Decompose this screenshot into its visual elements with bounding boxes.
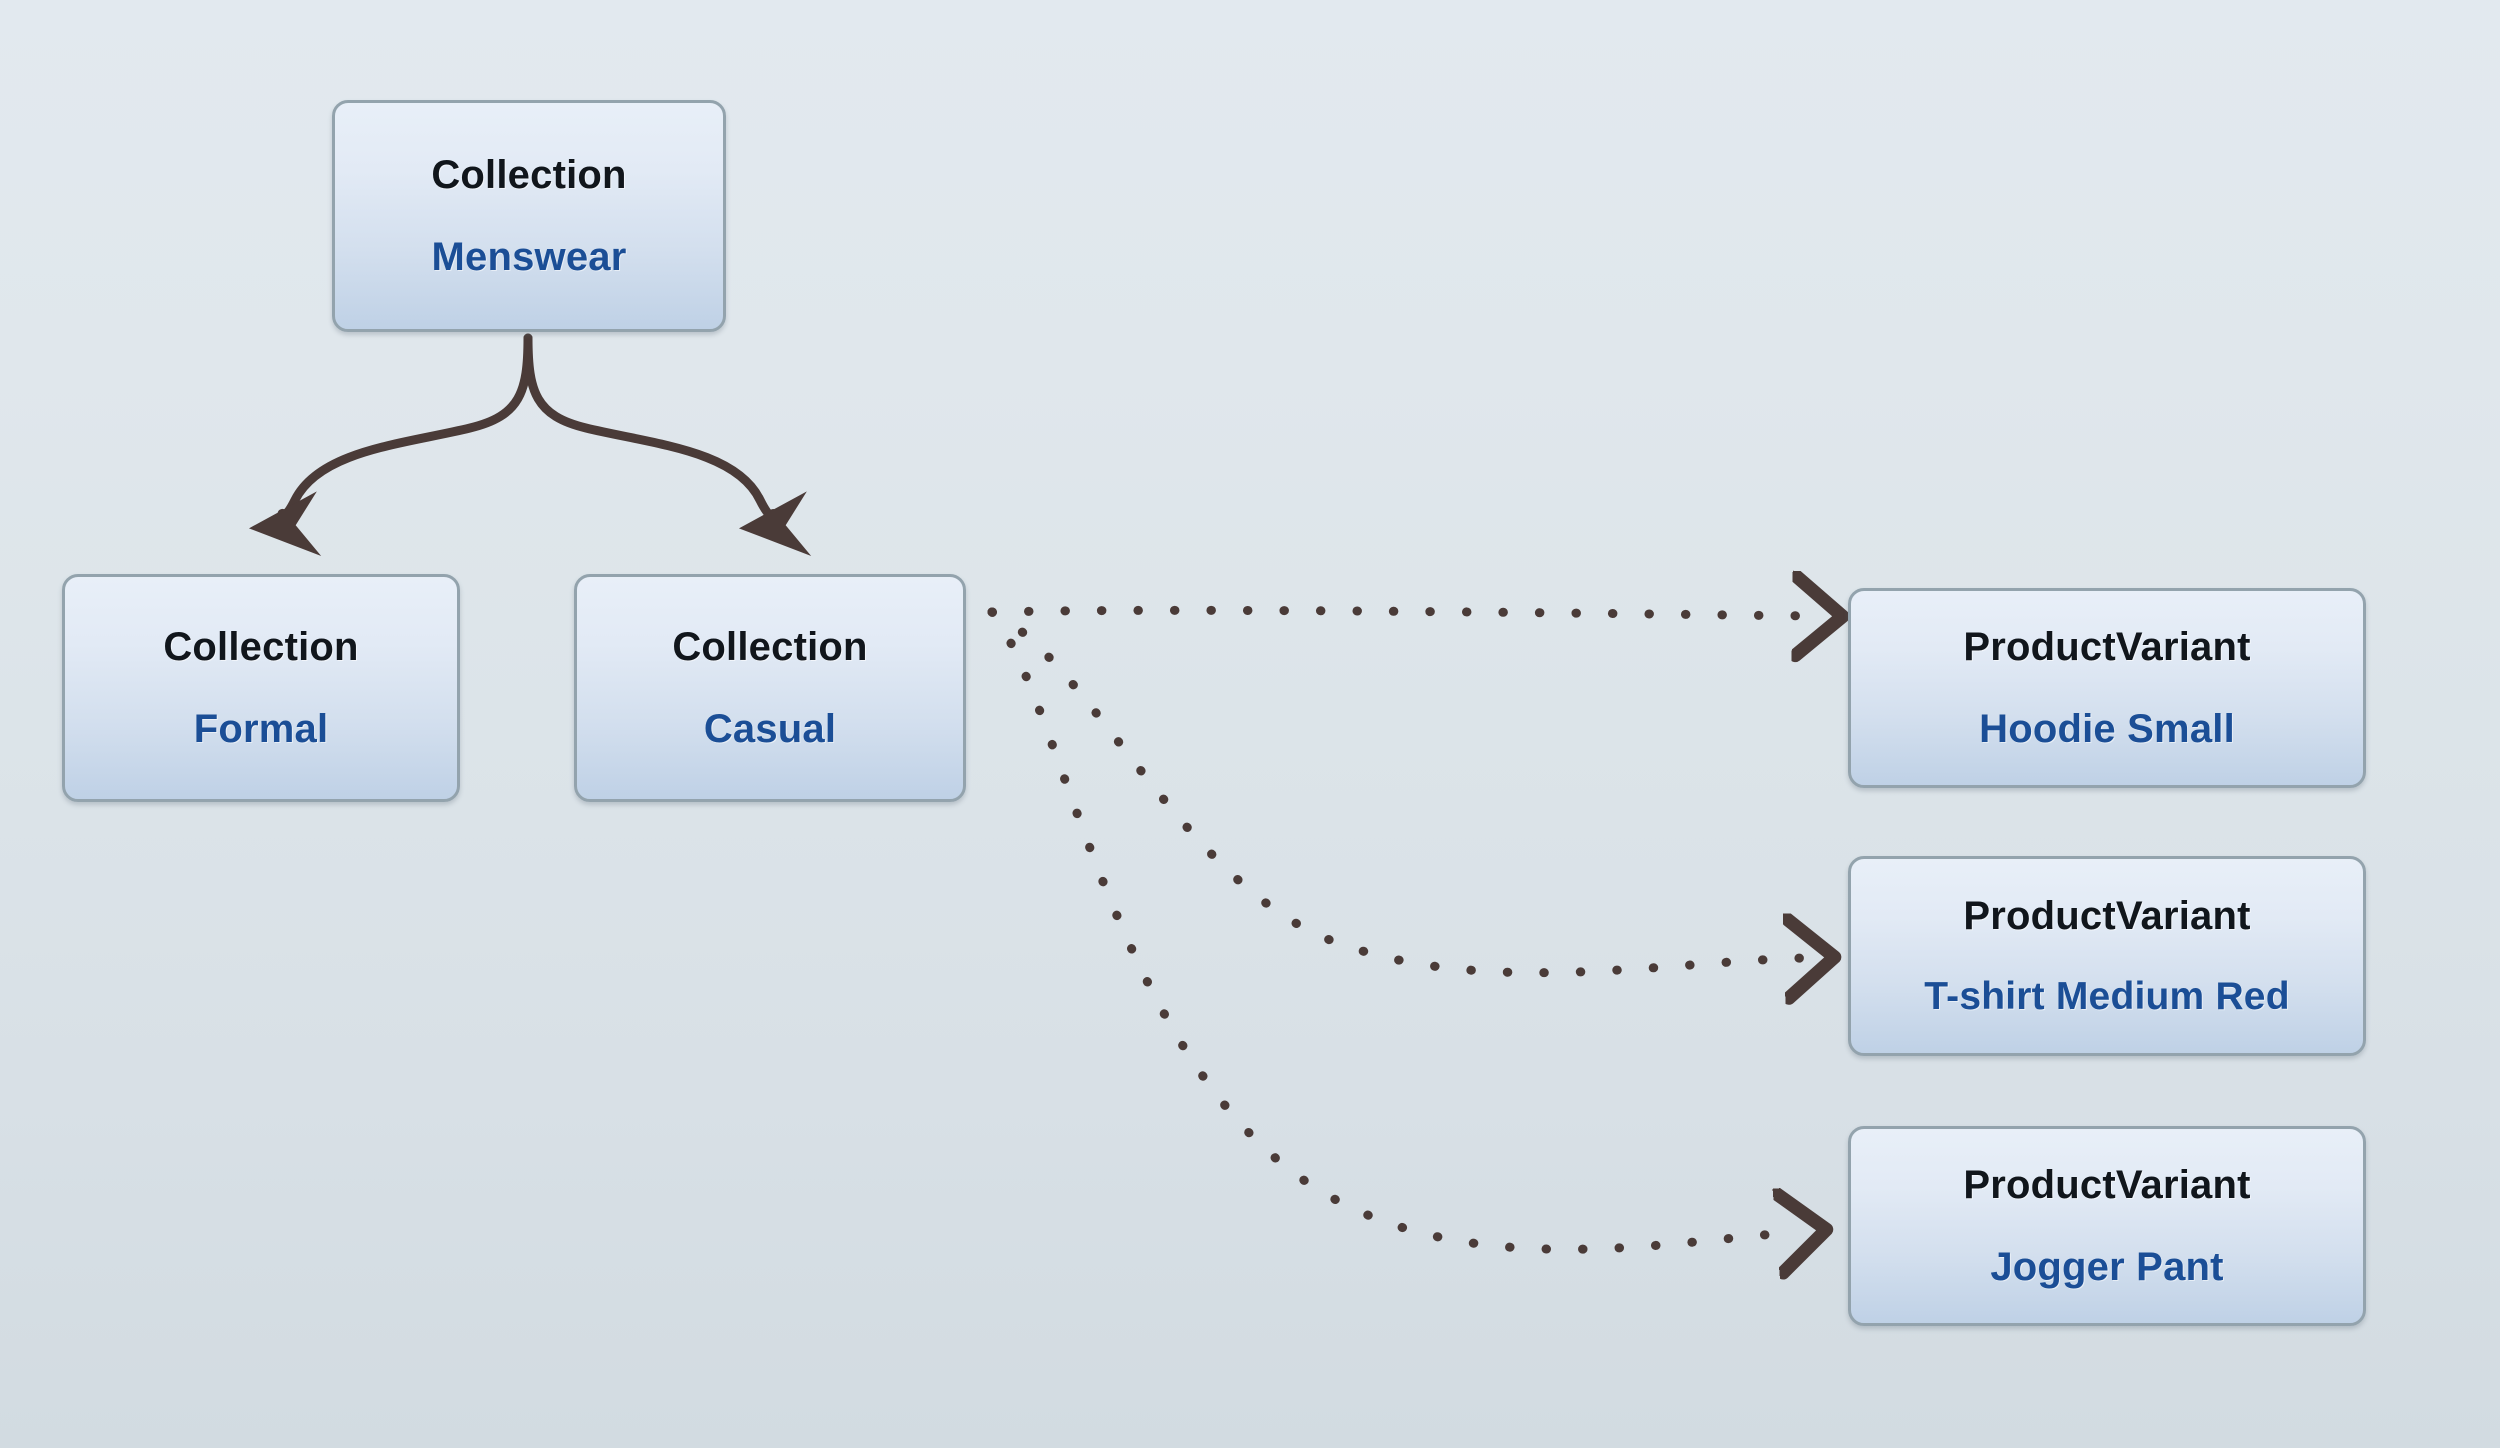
node-value-label: Hoodie Small: [1979, 707, 2235, 751]
node-type-label: ProductVariant: [1963, 893, 2251, 938]
edge-menswear-casual: [523, 333, 812, 556]
node-value-label: Menswear: [431, 235, 627, 279]
node-productvariant-tshirt-medium-red[interactable]: ProductVariant T-shirt Medium Red: [1848, 856, 2366, 1056]
node-collection-menswear[interactable]: Collection Menswear: [332, 100, 726, 332]
node-value-label: T-shirt Medium Red: [1924, 974, 2290, 1018]
edge-menswear-formal: [248, 333, 533, 556]
node-type-label: ProductVariant: [1963, 1163, 2251, 1207]
node-value-label: Jogger Pant: [1990, 1245, 2224, 1289]
node-productvariant-jogger-pant[interactable]: ProductVariant Jogger Pant: [1848, 1126, 2366, 1326]
node-productvariant-hoodie-small[interactable]: ProductVariant Hoodie Small: [1848, 588, 2366, 788]
node-type-label: ProductVariant: [1963, 625, 2251, 669]
node-type-label: Collection: [672, 625, 868, 669]
edge-casual-hoodie: [987, 610, 1812, 616]
node-collection-casual[interactable]: Collection Casual: [574, 574, 966, 802]
edge-casual-tshirt: [987, 607, 1804, 973]
node-value-label: Casual: [703, 707, 837, 751]
edge-casual-jogger: [987, 607, 1796, 1249]
node-collection-formal[interactable]: Collection Formal: [62, 574, 460, 802]
node-value-label: Formal: [193, 707, 329, 751]
node-type-label: Collection: [163, 625, 359, 669]
node-type-label: Collection: [431, 153, 627, 197]
